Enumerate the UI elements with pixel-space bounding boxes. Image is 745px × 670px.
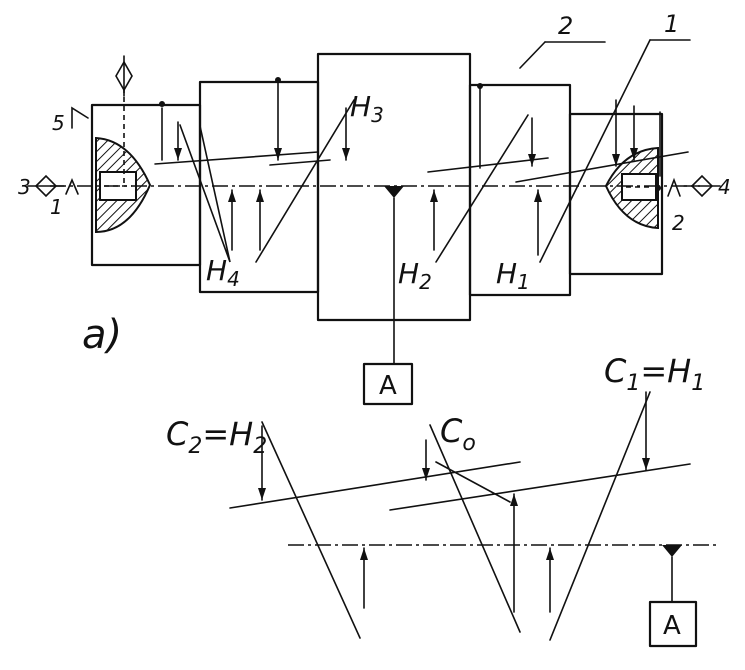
left-center-hole — [95, 136, 152, 234]
c0-label: Co — [440, 412, 476, 456]
callout-1: 1 — [664, 10, 679, 38]
surface-number-2: 2 — [672, 211, 685, 235]
surface-number-3: 3 — [18, 175, 31, 199]
dimension-leaders-top — [179, 39, 691, 263]
shaft-right-step — [468, 83, 572, 297]
surface-number-5: 5 — [52, 111, 65, 135]
dim-arrows-top — [159, 77, 661, 256]
callout-2: 2 — [558, 12, 573, 40]
leaders-lower — [261, 391, 651, 641]
datum-a-lower — [648, 545, 698, 648]
figure-label: a) — [82, 312, 122, 358]
surface-number-1: 1 — [50, 195, 63, 219]
inclined-lines-lower — [229, 461, 691, 511]
dim-h3-label: H3 — [350, 90, 384, 127]
c2-h2-label: C2=H2 — [166, 415, 267, 459]
right-center-hole — [604, 146, 659, 230]
datum-a-top — [362, 186, 414, 406]
surface-number-4: 4 — [718, 175, 731, 199]
datum-a-lower-label: A — [663, 611, 681, 641]
dim-h4-label: H4 — [206, 254, 240, 291]
dim-h1-label: H1 — [496, 257, 530, 294]
dim-h2-label: H2 — [398, 257, 432, 294]
datum-a-top-label: A — [379, 371, 397, 401]
c1-h1-label: C1=H1 — [604, 352, 705, 396]
support-symbols-top — [27, 55, 721, 198]
inclined-lines-top — [154, 151, 689, 183]
arrows-lower — [258, 391, 650, 613]
